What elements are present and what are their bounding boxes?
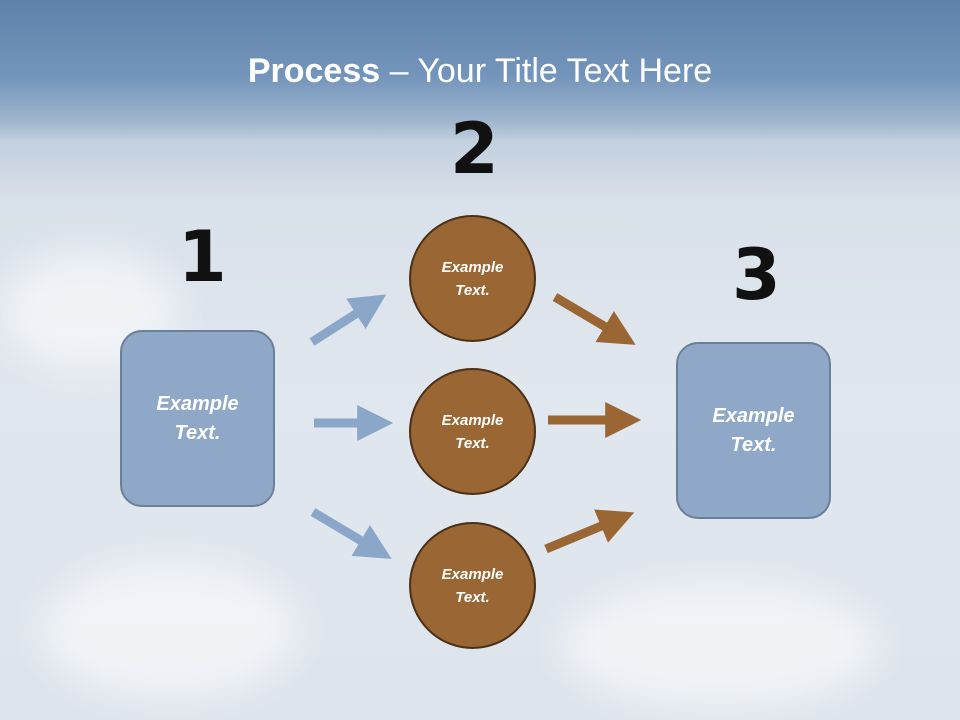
background-cloud: [40, 560, 300, 700]
arrow-left-to-top: [309, 294, 387, 346]
step-3-box: Example Text.: [676, 342, 831, 519]
slide-title: Process – Your Title Text Here: [0, 52, 960, 91]
arrow-bottom-to-right: [544, 509, 635, 554]
circle-middle-text: Example Text.: [441, 411, 504, 452]
step-number-2: 2: [450, 108, 499, 190]
step-2-circle-bottom: Example Text.: [409, 522, 536, 649]
circle-bottom-text: Example Text.: [441, 565, 504, 606]
step-2-circle-top: Example Text.: [409, 215, 536, 342]
step-3-text: Example Text.: [712, 404, 795, 456]
step-number-3: 3: [732, 234, 781, 316]
title-bold: Process: [247, 52, 381, 90]
step-1-box: Example Text.: [120, 330, 275, 507]
step-2-circle-middle: Example Text.: [409, 368, 536, 495]
title-band: [0, 0, 960, 140]
arrow-top-to-right: [552, 293, 636, 345]
step-number-1: 1: [178, 216, 227, 298]
step-1-text: Example Text.: [156, 392, 239, 444]
title-rest: – Your Title Text Here: [380, 52, 713, 90]
arrow-left-to-bottom: [310, 508, 392, 559]
background-cloud: [560, 580, 880, 710]
circle-top-text: Example Text.: [441, 258, 504, 299]
